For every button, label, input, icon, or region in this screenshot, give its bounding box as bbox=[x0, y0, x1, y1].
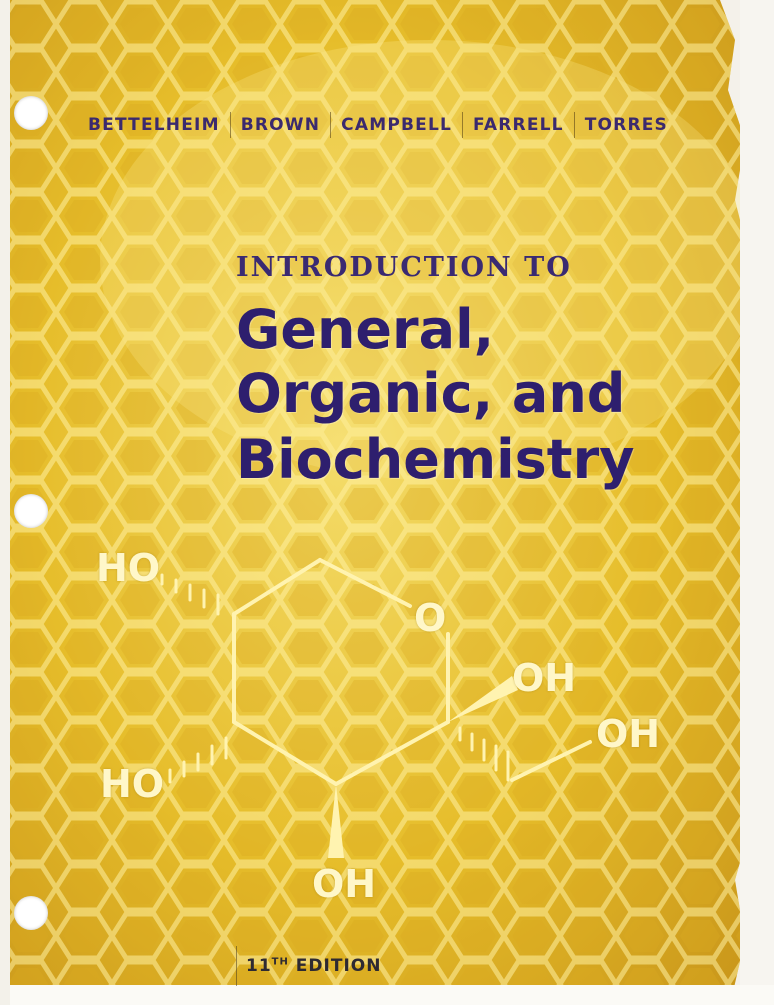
author-divider bbox=[229, 112, 231, 138]
edition-divider bbox=[236, 946, 237, 986]
molecule-label-ring-oxygen: O bbox=[414, 596, 447, 640]
title-line-3: Biochemistry bbox=[236, 428, 635, 491]
title-line-2: Organic, and bbox=[236, 362, 626, 425]
binder-hole-top bbox=[14, 96, 48, 130]
edition-suffix: TH bbox=[271, 956, 289, 968]
author-divider bbox=[330, 112, 332, 138]
author-name: FARRELL bbox=[473, 115, 564, 135]
binder-hole-middle bbox=[14, 494, 48, 528]
edition-word: EDITION bbox=[295, 956, 382, 976]
title-intro: INTRODUCTION TO bbox=[236, 252, 572, 283]
author-name: BROWN bbox=[240, 115, 321, 135]
author-name: TORRES bbox=[584, 115, 669, 135]
author-divider bbox=[462, 112, 464, 138]
author-list: BETTELHEIM BROWN CAMPBELL FARRELL TORRES bbox=[78, 112, 678, 138]
author-name: BETTELHEIM bbox=[88, 115, 220, 135]
title-line-1: General, bbox=[236, 298, 495, 361]
author-name: CAMPBELL bbox=[341, 115, 453, 135]
molecule-label-oh-bottom: OH bbox=[312, 862, 377, 906]
molecule-label-oh-far-right: OH bbox=[596, 712, 661, 756]
edition-label: 11TH EDITION bbox=[246, 956, 381, 976]
edition-number: 11 bbox=[246, 956, 272, 976]
binder-hole-bottom bbox=[14, 896, 48, 930]
molecule-label-ho-top: HO bbox=[96, 546, 161, 590]
author-divider bbox=[573, 112, 575, 138]
molecule-label-oh-right: OH bbox=[512, 656, 577, 700]
molecule-label-ho-bottom: HO bbox=[100, 762, 165, 806]
